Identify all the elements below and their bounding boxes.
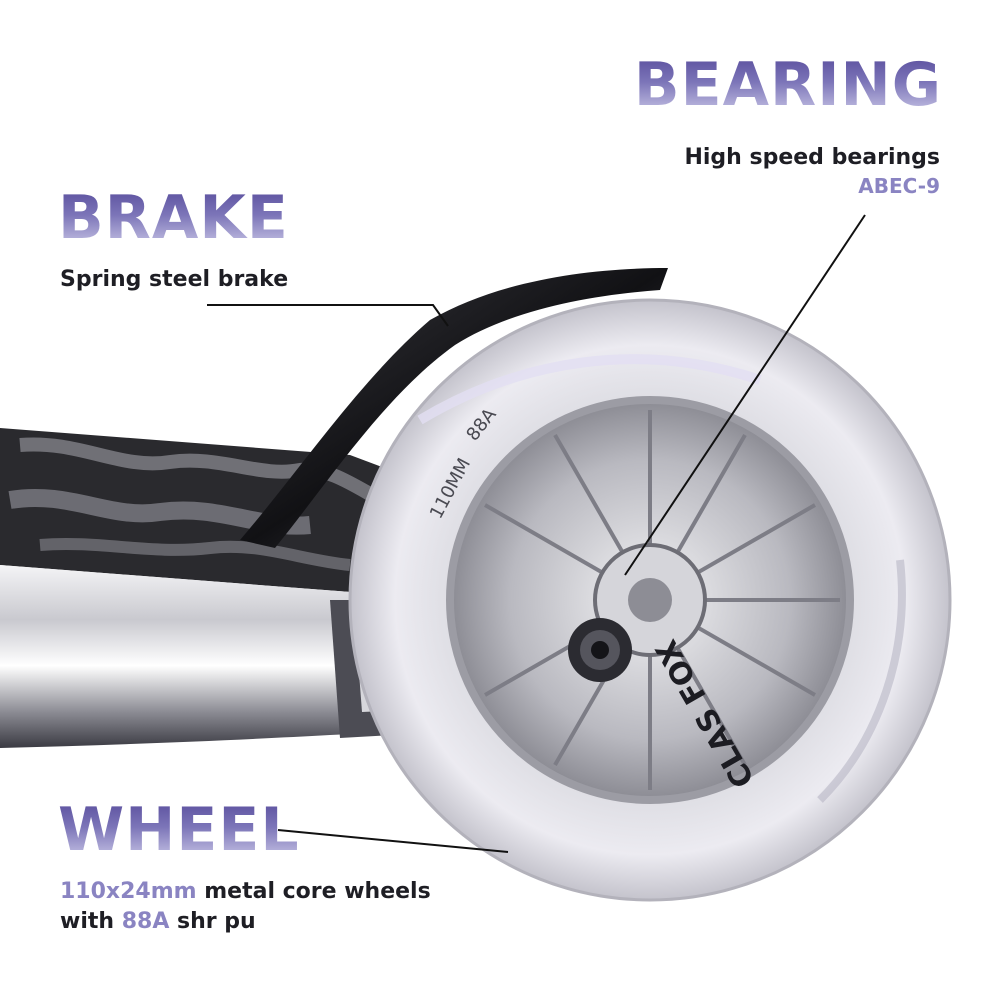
wheel-line-2-text: shr pu — [169, 908, 256, 934]
wheel-with-text: with — [60, 908, 122, 934]
wheel: CLAS FOX 110MM 88A — [348, 298, 952, 902]
wheel-description: 110x24mm metal core wheels with 88A shr … — [60, 877, 431, 936]
brake-callout-line — [207, 304, 449, 327]
bearing-description: High speed bearings ABEC-9 — [684, 143, 940, 200]
wheel-hardness-value: 88A — [121, 908, 170, 934]
wheel-size-value: 110x24mm — [60, 879, 197, 904]
brake-description: Spring steel brake — [60, 267, 289, 292]
bearing-line-1: High speed bearings — [684, 145, 940, 170]
wheel-line-1: 110x24mm metal core wheels — [60, 877, 431, 907]
brake — [240, 268, 668, 548]
axle-bolt — [568, 618, 632, 682]
wheel-line-2: with 88A shr pu — [60, 907, 431, 937]
bearing-callout-line — [624, 214, 866, 576]
bearing-heading: BEARING — [633, 50, 942, 120]
brake-heading: BRAKE — [58, 183, 289, 253]
wheel-heading: WHEEL — [58, 795, 300, 865]
wheel-callout-line — [277, 829, 509, 853]
bearing-line-2: ABEC-9 — [858, 173, 940, 198]
wheel-line-1-text: metal core wheels — [196, 879, 431, 904]
